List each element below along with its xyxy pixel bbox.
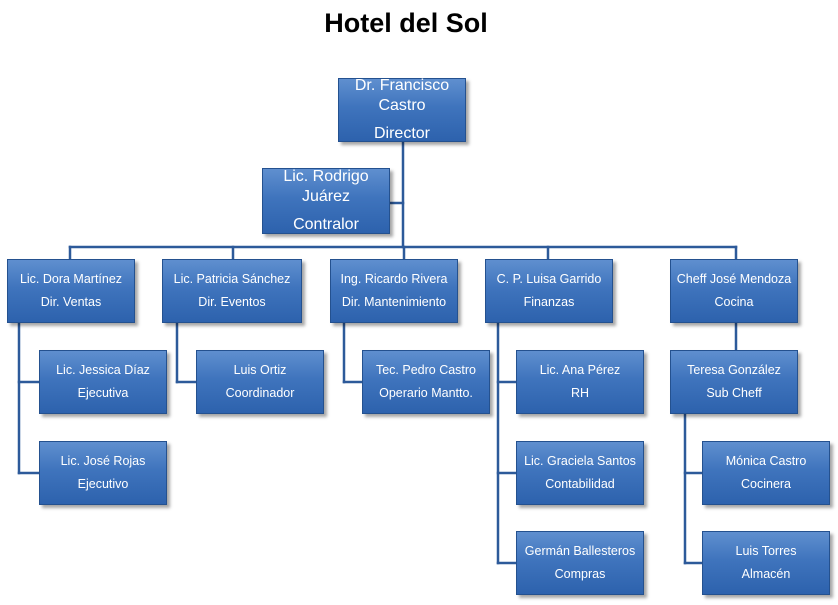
org-box-cocinera: Mónica Castro Cocinera	[702, 441, 830, 505]
org-box-compras: Germán Ballesteros Compras	[516, 531, 644, 595]
org-box-name: C. P. Luisa Garrido	[496, 272, 602, 286]
org-box-dir-ventas: Lic. Dora Martínez Dir. Ventas	[7, 259, 135, 323]
org-box-name: Dr. Francisco Castro	[354, 77, 450, 114]
org-box-role: Compras	[554, 567, 606, 581]
org-box-cocina: Cheff José Mendoza Cocina	[670, 259, 798, 323]
org-box-role: Almacén	[741, 567, 791, 581]
org-box-ejecutivo: Lic. José Rojas Ejecutivo	[39, 441, 167, 505]
org-box-role: Dir. Eventos	[198, 295, 266, 309]
org-box-role: Cocina	[714, 295, 754, 309]
org-box-role: Operario Mantto.	[379, 386, 473, 400]
org-box-role: Ejecutivo	[77, 477, 129, 491]
org-box-almacen: Luis Torres Almacén	[702, 531, 830, 595]
org-box-role: Finanzas	[523, 295, 575, 309]
org-box-name: Lic. José Rojas	[60, 454, 146, 468]
org-box-name: Teresa González	[687, 363, 781, 377]
org-box-name: Cheff José Mendoza	[676, 272, 792, 286]
org-box-name: Lic. Jessica Díaz	[56, 363, 150, 377]
org-box-role: Cocinera	[740, 477, 792, 491]
org-box-role: Coordinador	[225, 386, 295, 400]
org-box-role: Sub Cheff	[706, 386, 762, 400]
org-box-name: Lic. Dora Martínez	[19, 272, 123, 286]
org-box-role: Director	[373, 125, 430, 142]
org-box-name: Tec. Pedro Castro	[375, 363, 477, 377]
org-box-finanzas: C. P. Luisa Garrido Finanzas	[485, 259, 613, 323]
org-box-role: Dir. Ventas	[40, 295, 102, 309]
org-box-name: Luis Torres	[735, 544, 797, 558]
org-box-name: Ing. Ricardo Rivera	[340, 272, 448, 286]
org-box-role: Ejecutiva	[77, 386, 129, 400]
org-box-contabilidad: Lic. Graciela Santos Contabilidad	[516, 441, 644, 505]
chart-title: Hotel del Sol	[324, 8, 488, 38]
org-box-dir-mantenimiento: Ing. Ricardo Rivera Dir. Mantenimiento	[330, 259, 458, 323]
org-box-ejecutiva: Lic. Jessica Díaz Ejecutiva	[39, 350, 167, 414]
org-box-dir-eventos: Lic. Patricia Sánchez Dir. Eventos	[162, 259, 302, 323]
org-box-coordinador: Luis Ortiz Coordinador	[196, 350, 324, 414]
org-box-operario: Tec. Pedro Castro Operario Mantto.	[362, 350, 490, 414]
org-box-role: Contabilidad	[545, 477, 615, 491]
org-box-name: Lic. Graciela Santos	[524, 454, 636, 468]
org-box-rh: Lic. Ana Pérez RH	[516, 350, 644, 414]
org-box-name: Lic. Rodrigo Juárez	[283, 168, 369, 205]
org-box-name: Germán Ballesteros	[524, 544, 636, 558]
org-box-name: Lic. Ana Pérez	[539, 363, 621, 377]
org-box-contralor: Lic. Rodrigo Juárez Contralor	[262, 168, 390, 234]
org-box-name: Luis Ortiz	[233, 363, 287, 377]
org-box-sub-cheff: Teresa González Sub Cheff	[670, 350, 798, 414]
org-box-director: Dr. Francisco Castro Director	[338, 77, 466, 142]
org-box-role: RH	[570, 386, 590, 400]
org-box-role: Contralor	[293, 216, 359, 233]
org-box-name: Lic. Patricia Sánchez	[173, 272, 291, 286]
org-box-name: Mónica Castro	[725, 454, 807, 468]
org-box-role: Dir. Mantenimiento	[341, 295, 447, 309]
